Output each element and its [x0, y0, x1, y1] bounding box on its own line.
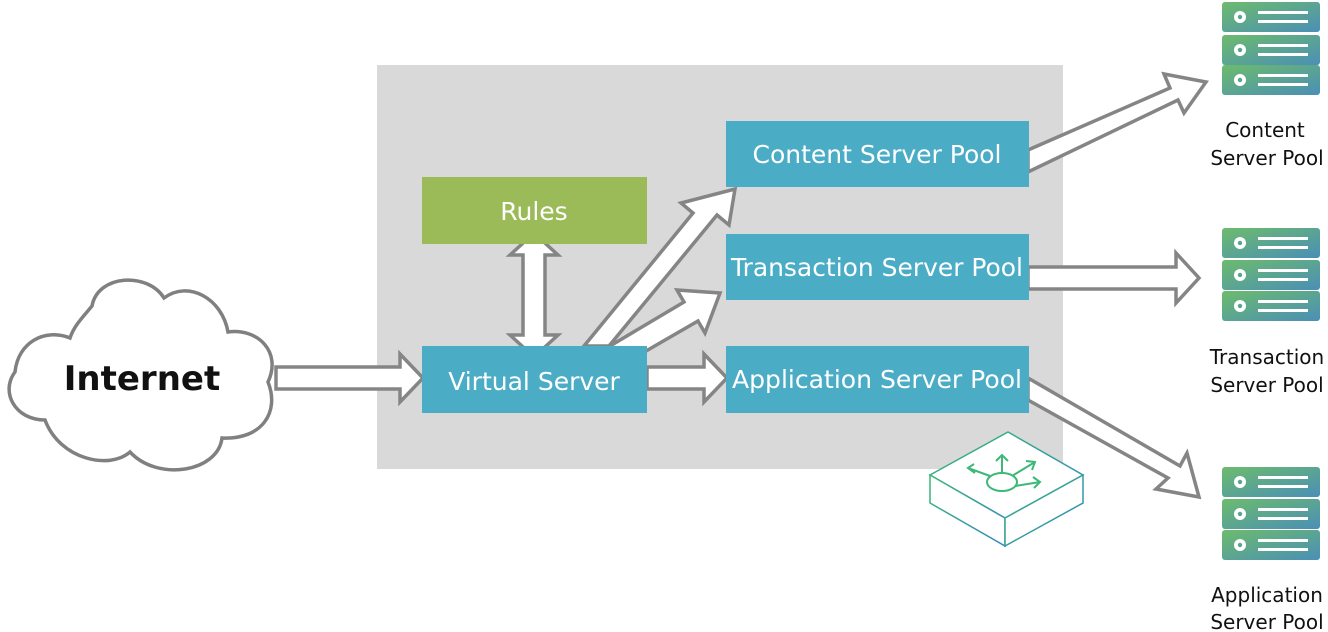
- content-server-pool-box[interactable]: Content Server Pool: [726, 121, 1029, 187]
- application-server-label-line1: Application: [1211, 583, 1323, 607]
- application-server-label-line2: Server Pool: [1210, 610, 1323, 632]
- server-stack-icon: [1222, 467, 1320, 560]
- server-stack-icon: [1222, 2, 1320, 95]
- arrow-content-pool-to-content-servers: [1026, 71, 1210, 175]
- transaction-server-pool-label: Transaction Server Pool: [730, 253, 1023, 282]
- transaction-server-stack: [1222, 228, 1320, 321]
- application-server-pool-box[interactable]: Application Server Pool: [726, 346, 1029, 413]
- transaction-server-pool-box[interactable]: Transaction Server Pool: [726, 234, 1029, 300]
- rules-box[interactable]: Rules: [422, 177, 647, 244]
- load-balancer-icon: [928, 431, 1085, 548]
- arrow-application-pool-to-application-servers: [1026, 374, 1202, 500]
- cloud-icon: [7, 278, 274, 472]
- rules-label: Rules: [500, 197, 567, 226]
- virtual-server-label: Virtual Server: [448, 367, 620, 396]
- virtual-server-box[interactable]: Virtual Server: [422, 346, 647, 413]
- content-server-label-line2: Server Pool: [1210, 146, 1323, 170]
- application-server-pool-label: Application Server Pool: [732, 365, 1022, 394]
- arrow-virtual-server-to-application-pool: [645, 349, 730, 407]
- content-server-stack: [1222, 2, 1320, 95]
- application-server-stack: [1222, 467, 1320, 560]
- internet-cloud: Internet: [7, 278, 274, 472]
- transaction-server-label-line2: Server Pool: [1210, 373, 1323, 397]
- arrow-virtual-server-to-content-pool: [580, 186, 738, 348]
- internet-label: Internet: [64, 359, 220, 399]
- server-stack-icon: [1222, 228, 1320, 321]
- arrow-transaction-pool-to-transaction-servers: [1026, 248, 1202, 308]
- arrow-internet-to-virtual-server: [274, 349, 426, 407]
- content-server-pool-label: Content Server Pool: [752, 140, 1001, 169]
- transaction-server-label-line1: Transaction: [1209, 345, 1324, 369]
- content-server-label-line1: Content: [1225, 118, 1305, 142]
